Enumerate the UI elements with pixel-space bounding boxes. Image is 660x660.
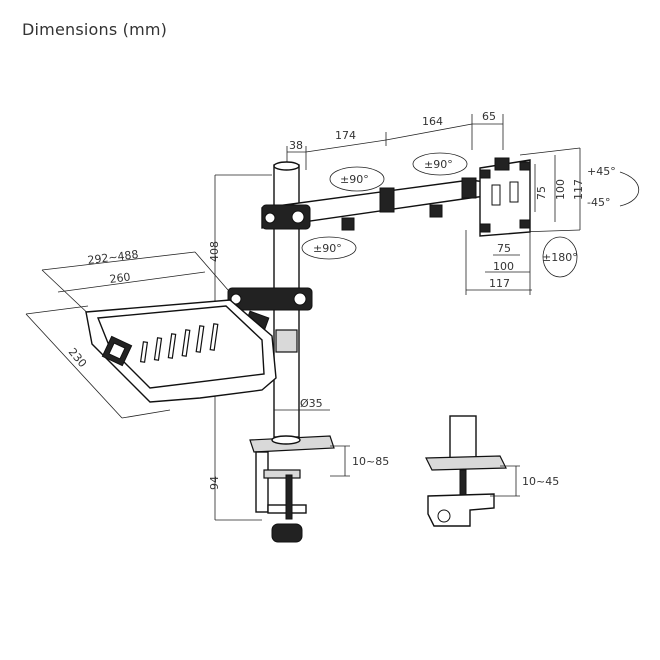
dim-164: 164: [422, 115, 443, 128]
tilt-arrow: [619, 171, 639, 207]
laptop-tray: [85, 299, 277, 403]
dim-292-488: 292~488: [87, 248, 139, 267]
desk-clamp: [249, 435, 335, 543]
tilt-up-label: +45°: [587, 165, 616, 178]
dim-408: 408: [208, 241, 221, 262]
dim-260: 260: [109, 271, 131, 286]
vesa-plate: [479, 157, 531, 237]
grommet-clamp: [425, 415, 507, 527]
rotation-arrow-180: [542, 236, 578, 278]
top-dimension-lines: [286, 114, 504, 170]
monitor-arm: [261, 177, 487, 231]
rotation-label-180: ±180°: [542, 251, 578, 264]
dim-38: 38: [289, 139, 303, 152]
rotation-label-3: ±90°: [313, 242, 342, 255]
dim-174: 174: [335, 129, 356, 142]
rotation-label-2: ±90°: [424, 158, 453, 171]
dim-pole-diameter: Ø35: [300, 397, 323, 410]
dim-94: 94: [208, 476, 221, 490]
dim-117-vertical: 117: [572, 179, 585, 200]
dim-75-horizontal: 75: [497, 242, 511, 255]
rotation-label-1: ±90°: [340, 173, 369, 186]
vesa-dimension-lines: [465, 147, 581, 295]
dim-10-45: 10~45: [522, 475, 559, 488]
tilt-down-label: -45°: [587, 196, 610, 209]
dim-100-vertical: 100: [554, 179, 567, 200]
dim-230: 230: [66, 346, 89, 370]
rotation-arrow-2: [412, 152, 468, 176]
dim-10-85: 10~85: [352, 455, 389, 468]
dim-65: 65: [482, 110, 496, 123]
page-title: Dimensions (mm): [22, 20, 168, 39]
dim-117-horizontal: 117: [489, 277, 510, 290]
rotation-arrow-3: [301, 236, 357, 260]
dim-100-horizontal: 100: [493, 260, 514, 273]
dim-75-vertical: 75: [535, 186, 548, 200]
rotation-arrow-1: [329, 166, 385, 192]
